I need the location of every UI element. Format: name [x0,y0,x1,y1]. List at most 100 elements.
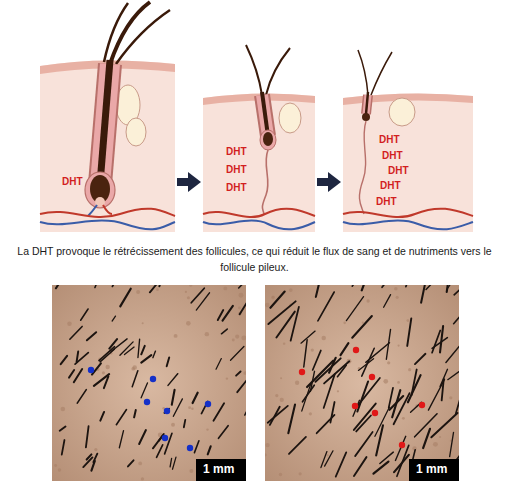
hair [415,354,425,364]
scale-bar-box: 1 mm [409,459,459,481]
hair [324,374,335,408]
pore [58,468,61,471]
hair [109,339,117,348]
hair [406,285,417,287]
hormone-label: DHT [226,164,247,176]
pore [186,321,191,326]
pore [311,348,314,351]
pore [280,398,284,402]
hair [69,370,74,378]
hair [194,441,198,453]
hair-bulb [263,132,273,146]
red-dot [299,369,305,375]
hair [223,306,233,321]
hair [432,330,440,352]
red-dot [399,442,405,448]
blue-dot [187,445,193,451]
hair [392,390,400,417]
vein [343,221,473,230]
hair [159,285,161,286]
hair [116,10,170,64]
pore [289,288,293,292]
hair [213,403,224,420]
scale-label: 1 mm [203,462,239,477]
dermis [343,93,473,232]
hair [270,407,280,425]
hair [354,457,366,476]
hair [330,402,334,422]
pore [131,367,135,371]
photo-hairs [54,285,246,481]
pore [223,287,227,291]
blue-dot [88,367,94,373]
hormone-label: DHT [379,134,400,146]
hair [313,350,321,370]
hair [81,309,88,320]
hair [172,457,175,469]
pore [327,454,329,456]
follicle-healthy [40,2,175,232]
hair [415,414,437,437]
hair [74,369,82,382]
artery [40,209,175,217]
red-dot [369,374,375,380]
red-dot [372,410,378,416]
scale-label: 1 mm [416,462,452,477]
hair [447,285,459,289]
pore [156,288,159,291]
pore [171,423,175,427]
hair-shaft [262,92,268,136]
hormone-label: DHT [226,146,247,158]
pore [238,306,241,309]
hair [153,351,156,358]
hair [321,452,327,468]
hair [112,316,115,321]
hair [456,393,459,413]
vein [203,221,315,230]
pore [94,448,97,451]
pore [187,296,190,299]
hair [119,431,123,448]
hair [329,358,336,373]
hair-bulb [85,172,115,208]
pore [232,339,235,342]
hair [384,295,391,308]
hormone-label: DHT [376,196,397,208]
hair [237,379,246,392]
pore [299,472,302,475]
hair [358,50,368,95]
hair [357,381,368,411]
hair [134,410,136,417]
photo-ground [265,285,459,481]
pore [105,365,109,369]
hair [289,437,306,454]
hair [62,440,65,455]
hair [99,347,115,361]
blue-dot [205,401,211,407]
pore [141,477,144,480]
hair [236,371,240,375]
hair [246,45,262,95]
scalp-photo-before [52,285,246,481]
hair-shaft [100,60,110,184]
hair [167,357,170,366]
pore [226,377,228,379]
hair [318,292,334,321]
hair [170,458,171,466]
hair [450,432,454,456]
hair [315,358,340,381]
caption-text: La DHT provoque le rétrécissement des fo… [4,243,505,275]
pore [396,296,399,299]
pore [407,319,410,322]
pore [243,371,246,375]
hair [95,285,101,288]
hair [373,462,388,474]
pore [235,335,239,339]
hair [172,390,175,405]
hair [423,429,430,448]
pore [189,285,192,287]
follicle-strand [262,150,268,214]
hair [110,2,150,64]
